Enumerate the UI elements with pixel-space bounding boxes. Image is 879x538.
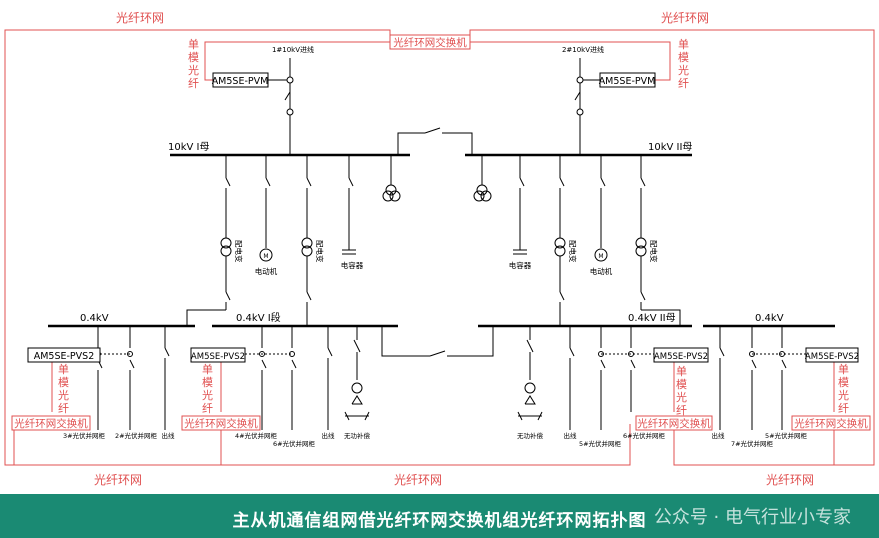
fiber-switch-2-label: 光纤环网交换机: [184, 417, 258, 430]
pvs2-box-1: [27, 347, 101, 363]
feeder-pv6b-label: 6#光伏并网柜: [623, 431, 666, 440]
lv-feeder-labels: 3#光伏并网柜 2#光伏并网柜 出线 4#光伏并网柜 6#光伏并网柜 出线 无功…: [63, 431, 808, 448]
dist-transformer-label-3: 配电变: [568, 240, 578, 263]
pvs2-box-3: [653, 347, 709, 363]
feeder-pv6-label: 6#光伏并网柜: [273, 439, 316, 448]
feeder-comp-c-label: 无功补偿: [517, 431, 544, 440]
feeder-out-d-label: 出线: [712, 431, 726, 440]
pvs2-box-2: [190, 347, 246, 363]
footer-banner: 主从机通信组网借光纤环网交换机组光纤环网拓扑图 公众号 · 电气行业小专家: [0, 494, 879, 538]
feeder-out-b-label: 出线: [322, 431, 336, 440]
smf-label-top-right: 单模光纤: [678, 38, 689, 90]
feeder-pv4-label: 4#光伏并网柜: [235, 431, 278, 440]
feeder-pv2-label: 2#光伏并网柜: [115, 431, 158, 440]
pvs2-label-2: AM5SE-PVS2: [191, 352, 245, 362]
bus-lv-c-label: 0.4kV II母: [628, 312, 676, 324]
pvm-label-1: AM5SE-PVM: [212, 76, 269, 87]
bus-lv-b-label: 0.4kV I段: [236, 311, 281, 324]
dist-transformer-label-2: 配电变: [315, 240, 325, 263]
ring-label-top-right: 光纤环网: [661, 11, 709, 25]
fiber-switch-1: [11, 415, 91, 431]
smf-label-lv-2: 单模光纤: [202, 363, 213, 415]
feeder-out-a-label: 出线: [162, 431, 176, 440]
pvs2-box-4: [805, 347, 859, 363]
fiber-switch-top: [389, 34, 471, 50]
capacitor-label-2: 电容器: [509, 260, 532, 270]
bus-10kv-1-label: 10kV I母: [168, 141, 209, 153]
fiber-switch-1-label: 光纤环网交换机: [14, 417, 88, 430]
pvm-box-1: [212, 72, 269, 88]
pvm-box-2: [599, 72, 656, 88]
motor-label-1: 电动机: [255, 266, 278, 276]
pvm-label-2: AM5SE-PVM: [599, 76, 656, 87]
ring-label-top-left: 光纤环网: [116, 11, 164, 25]
watermark: 公众号 · 电气行业小专家: [653, 507, 851, 528]
bus-lv-a-label: 0.4kV: [80, 313, 109, 324]
topology-diagram: 光纤环网交换机 光纤环网交换机 光纤环网交换机 光纤环网交换机 光纤环网交换机 …: [4, 11, 875, 487]
feeder-pv5b-label: 5#光伏并网柜: [765, 431, 808, 440]
incoming-line-1-label: 1#10kV进线: [272, 45, 314, 54]
feeder-out-c-label: 出线: [564, 431, 578, 440]
capacitor-label-1: 电容器: [341, 260, 364, 270]
feeder-comp-b-label: 无功补偿: [344, 431, 371, 440]
fiber-switch-top-label: 光纤环网交换机: [393, 36, 467, 49]
dist-transformer-label-1: 配电变: [234, 240, 244, 263]
smf-label-top-left: 单模光纤: [188, 38, 199, 90]
diagram-title: 主从机通信组网借光纤环网交换机组光纤环网拓扑图: [232, 511, 647, 531]
ring-label-bottom-left: 光纤环网: [94, 473, 142, 487]
pvs2-label-4: AM5SE-PVS2: [805, 352, 859, 362]
fiber-switch-4-label: 光纤环网交换机: [794, 417, 868, 430]
motor-label-2: 电动机: [590, 266, 613, 276]
pvs2-label-1: AM5SE-PVS2: [34, 351, 95, 362]
motor-symbol-2: M: [598, 253, 603, 260]
hv-load-labels: 配电变 配电变 配电变 配电变 电动机 电动机 M M 电容器 电容器: [234, 240, 659, 276]
feeder-pv5-label: 5#光伏并网柜: [579, 439, 622, 448]
hv-section: [48, 58, 835, 430]
incoming-line-2-label: 2#10kV进线: [562, 45, 604, 54]
feeder-pv3-label: 3#光伏并网柜: [63, 431, 106, 440]
smf-label-lv-1: 单模光纤: [58, 363, 69, 415]
fiber-switch-3-label: 光纤环网交换机: [637, 417, 711, 430]
ring-label-bottom-mid: 光纤环网: [394, 473, 442, 487]
bus-10kv-2-label: 10kV II母: [648, 141, 692, 153]
feeder-pv7-label: 7#光伏并网柜: [731, 439, 774, 448]
ring-label-bottom-right: 光纤环网: [766, 473, 814, 487]
motor-symbol-1: M: [263, 253, 268, 260]
smf-label-lv-4: 单模光纤: [838, 363, 849, 415]
smf-label-lv-3: 单模光纤: [676, 365, 687, 417]
fiber-switch-4: [791, 415, 871, 431]
fiber-switch-3: [635, 415, 713, 431]
dist-transformer-label-4: 配电变: [649, 240, 659, 263]
single-mode-fiber-labels: 单模光纤 单模光纤 单模光纤 单模光纤 单模光纤 单模光纤: [58, 38, 849, 417]
fiber-ring: [4, 29, 875, 466]
fiber-switch-2: [181, 415, 261, 431]
bus-lv-d-label: 0.4kV: [755, 313, 784, 324]
pvs2-label-3: AM5SE-PVS2: [654, 352, 708, 362]
